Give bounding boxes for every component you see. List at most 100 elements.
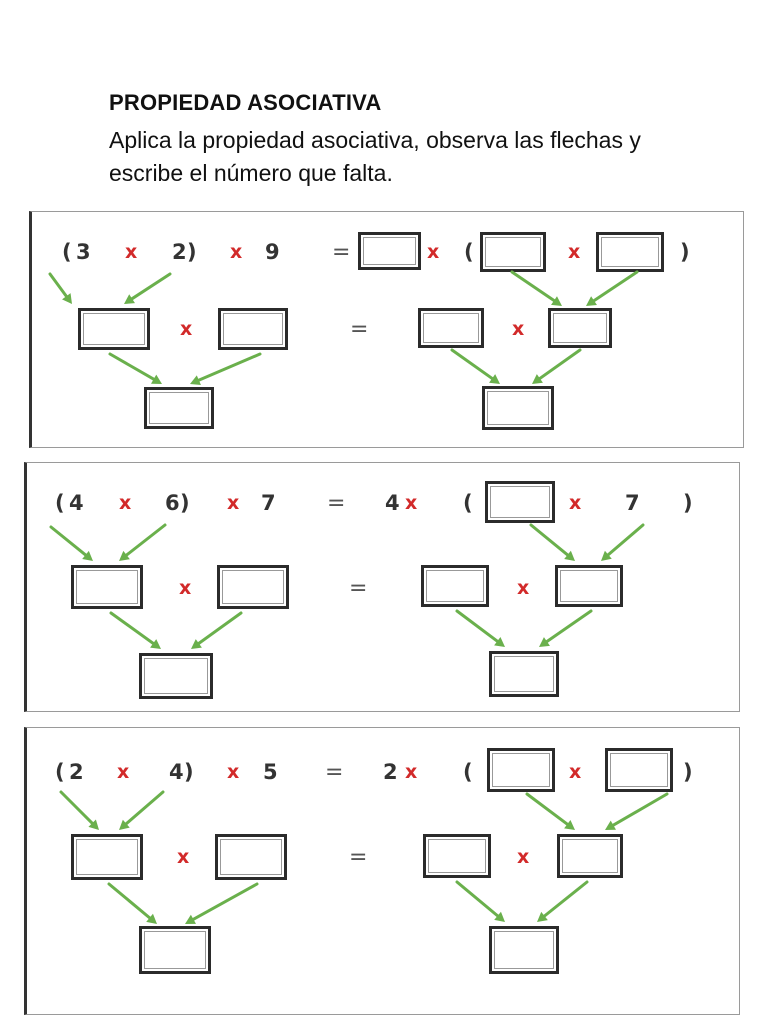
open-paren: ( [62,240,72,264]
answer-box[interactable] [489,926,559,974]
arrow [539,609,593,647]
operand-b: 4 [169,760,184,784]
times-sign: x [517,577,530,599]
answer-box[interactable] [215,834,287,880]
operand-c: 5 [263,760,278,784]
close-paren: ) [184,760,194,784]
operand-a: 2 [69,760,84,784]
exercise-panel-3: ( 2 x 4 ) x 5 = 2 x ( x ) x = x [24,727,740,1015]
arrow [185,882,259,924]
answer-box[interactable] [418,308,484,348]
arrow [532,348,582,384]
arrow-shaft [107,882,152,920]
arrow-shaft [591,270,639,303]
answer-box[interactable] [358,232,421,270]
close-paren: ) [683,491,693,515]
answer-box[interactable] [596,232,664,272]
close-paren: ) [680,240,690,264]
arrow-head [494,636,505,647]
arrow-shaft [544,609,593,644]
arrow-shaft [529,523,570,557]
arrow-head [185,914,196,924]
arrow-shaft [450,348,495,381]
answer-box[interactable] [78,308,150,350]
answer-box[interactable] [548,308,612,348]
arrow-head [586,296,597,306]
answer-box[interactable] [555,565,623,607]
open-paren: ( [55,491,65,515]
answer-box[interactable] [487,748,555,792]
operand-c: 7 [261,491,276,515]
arrow-head [88,819,99,830]
operand-b: 6 [165,491,180,515]
operand-a: 4 [69,491,84,515]
arrow-shaft [196,611,243,646]
answer-box[interactable] [421,565,489,607]
arrows [59,790,669,924]
arrow [191,611,243,649]
exercise-panel-2: ( 4 x 6 ) x 7 = 4 x ( x 7 ) x = x [24,462,740,712]
close-paren: ) [180,491,190,515]
answer-box[interactable] [605,748,673,792]
operand-a-right: 4 [385,491,400,515]
arrow-shaft [455,609,500,644]
answer-box[interactable] [144,387,214,429]
arrow-shaft [49,525,88,557]
answer-box[interactable] [423,834,491,878]
arrow-shaft [455,880,500,918]
operand-a-right: 2 [383,760,398,784]
arrow [529,523,575,561]
operand-b: 2 [172,240,187,264]
arrow-shaft [48,272,69,299]
answer-box[interactable] [218,308,288,350]
arrow [455,609,505,647]
arrow [109,611,161,649]
answer-box[interactable] [71,834,143,880]
equals-sign: = [332,240,351,265]
answer-box[interactable] [71,565,143,609]
arrow-head [191,639,202,649]
open-paren: ( [464,240,474,264]
answer-box[interactable] [139,653,213,699]
times-sign: x [180,318,193,340]
answer-box[interactable] [480,232,546,272]
arrow-shaft [59,790,95,826]
operand-c-right: 7 [625,491,640,515]
arrow-head [537,911,548,922]
answer-box[interactable] [482,386,554,430]
worksheet-title: PROPIEDAD ASOCIATIVA [109,90,382,115]
open-paren: ( [463,491,473,515]
arrow-shaft [124,790,165,826]
arrow-shaft [191,882,259,922]
times-sign: x [405,761,418,783]
exercise-panel-1: ( 3 x 2 ) x 9 = x ( x ) x = x [29,211,744,448]
equals-sign: = [350,317,369,342]
arrow-head [124,294,135,304]
arrow-head [119,819,130,830]
arrow-shaft [108,352,156,382]
close-paren: ) [683,760,693,784]
arrow-shaft [510,270,557,303]
answer-box[interactable] [485,481,555,523]
answer-box[interactable] [217,565,289,609]
open-paren: ( [55,760,65,784]
answer-box[interactable] [557,834,623,878]
arrow [107,882,157,924]
arrow [605,792,669,830]
arrow [190,352,262,386]
answer-box[interactable] [139,926,211,974]
operand-c: 9 [265,240,280,264]
arrow [108,352,162,384]
arrow-head [564,550,575,561]
equals-sign: = [325,760,344,785]
arrow-head [564,819,575,830]
answer-box[interactable] [489,651,559,697]
times-sign: x [227,761,240,783]
arrow-shaft [611,792,669,828]
times-sign: x [119,492,132,514]
operand-a: 3 [76,240,91,264]
arrow [510,270,562,306]
arrow [124,272,172,304]
equals-sign: = [327,491,346,516]
arrows [48,270,639,386]
